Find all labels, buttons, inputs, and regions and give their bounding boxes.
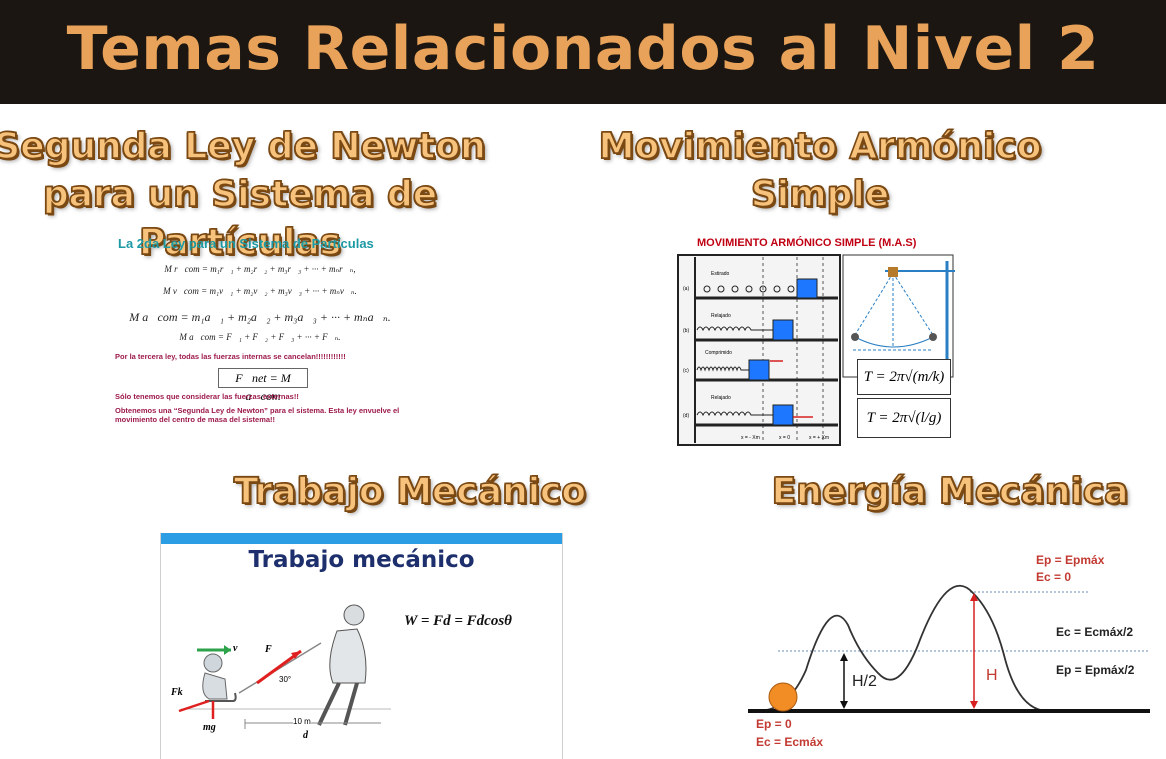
energia-ep-max: Ep = Epmáx <box>1036 553 1105 567</box>
energia-ec-max: Ec = Ecmáx <box>756 735 824 749</box>
newton-slide-title: La 2da Ley para un Sistema de Partículas <box>118 236 374 251</box>
trabajo-slide: Trabajo mecánico W = Fd = Fdcosθ v F Fk … <box>160 533 563 759</box>
section-title-newton-line2: para un Sistema de Partículas <box>42 173 438 264</box>
mas-slide-title: MOVIMIENTO ARMÓNICO SIMPLE (M.A.S) <box>697 237 917 249</box>
mas-row-c-label: (c) <box>683 368 689 374</box>
trabajo-slide-topbar <box>161 533 562 544</box>
trabajo-label-angle: 30° <box>279 675 292 684</box>
energia-diagram <box>748 584 1150 713</box>
energia-h-half: H/2 <box>852 673 877 690</box>
mas-axis-zero: x = 0 <box>779 435 790 441</box>
mas-formula-spring: T = 2π√(m/k) <box>857 359 951 395</box>
mas-state-d: Relajado <box>711 395 731 401</box>
energia-ec-zero: Ec = 0 <box>1036 570 1072 584</box>
newton-note-system: Obtenemos una “Segunda Ley de Newton” pa… <box>115 406 400 424</box>
mas-state-b: Relajado <box>711 313 731 319</box>
newton-eq-velocity: M v⃗com = m₁v⃗₁ + m₂v⃗₂ + m₃v⃗₃ + ··· + … <box>163 286 357 296</box>
mas-formula-pendulum: T = 2π√(l/g) <box>857 398 951 438</box>
energia-h: H <box>986 667 998 684</box>
header-banner: Temas Relacionados al Nivel 2 <box>0 0 1166 104</box>
mas-axis-neg: x = - Xm <box>741 435 760 441</box>
mas-row-a-label: (a) <box>683 286 690 292</box>
mas-row-d-label: (d) <box>683 413 690 419</box>
section-title-mas-line2: Simple <box>750 173 890 216</box>
newton-slide: La 2da Ley para un Sistema de Partículas… <box>110 230 410 430</box>
mas-row-b-label: (b) <box>683 328 690 334</box>
newton-eq-forces: M a⃗com = F⃗₁ + F⃗₂ + F⃗₃ + ··· + F⃗ₙ. <box>179 332 341 342</box>
mas-axis-pos: x = + Xm <box>809 435 830 441</box>
section-title-mas: Movimiento Armónico Simple <box>520 123 1120 219</box>
trabajo-slide-title: Trabajo mecánico <box>248 547 475 573</box>
mas-slide: MOVIMIENTO ARMÓNICO SIMPLE (M.A.S) <box>675 235 975 450</box>
energia-ep-zero: Ep = 0 <box>756 717 792 731</box>
page-title: Temas Relacionados al Nivel 2 <box>66 14 1100 84</box>
newton-note-external: Sólo tenemos que considerar las fuerzas … <box>115 392 299 401</box>
trabajo-diagram <box>178 604 391 729</box>
section-title-newton: Segunda Ley de Newton para un Sistema de… <box>0 123 540 267</box>
trabajo-label-d: d <box>303 730 308 741</box>
trabajo-label-Fk: Fk <box>171 687 183 698</box>
section-title-trabajo: Trabajo Mecánico <box>233 470 587 513</box>
newton-note-internal: Por la tercera ley, todas las fuerzas in… <box>115 352 346 361</box>
newton-eq-position: M r⃗com = m₁r⃗₁ + m₂r⃗₂ + m₃r⃗₃ + ··· + … <box>164 264 356 274</box>
energia-ec-half: Ec = Ecmáx/2 <box>1056 625 1134 639</box>
newton-eq-net: F⃗net = M a⃗com <box>218 368 308 403</box>
mas-state-c: Comprimido <box>705 350 732 356</box>
mas-state-a: Estirado <box>711 271 730 277</box>
newton-eq-acceleration: M a⃗com = m₁a⃗₁ + m₂a⃗₂ + m₃a⃗₃ + ··· + … <box>129 310 391 324</box>
section-title-energia: Energía Mecánica <box>771 470 1129 513</box>
trabajo-formula: W = Fd = Fdcosθ <box>404 613 512 629</box>
trabajo-label-v: v <box>233 643 238 654</box>
energia-slide: Ep = Epmáx Ec = 0 Ec = Ecmáx/2 Ep = Epmá… <box>748 545 1166 759</box>
section-title-mas-line1: Movimiento Armónico <box>598 125 1042 168</box>
section-title-newton-line1: Segunda Ley de Newton <box>0 125 487 168</box>
trabajo-label-F: F <box>265 644 272 655</box>
mas-diagram <box>677 254 955 446</box>
trabajo-label-dist: 10 m <box>293 717 311 726</box>
trabajo-label-mg: mg <box>203 722 216 733</box>
energia-ep-half: Ep = Epmáx/2 <box>1056 663 1135 677</box>
